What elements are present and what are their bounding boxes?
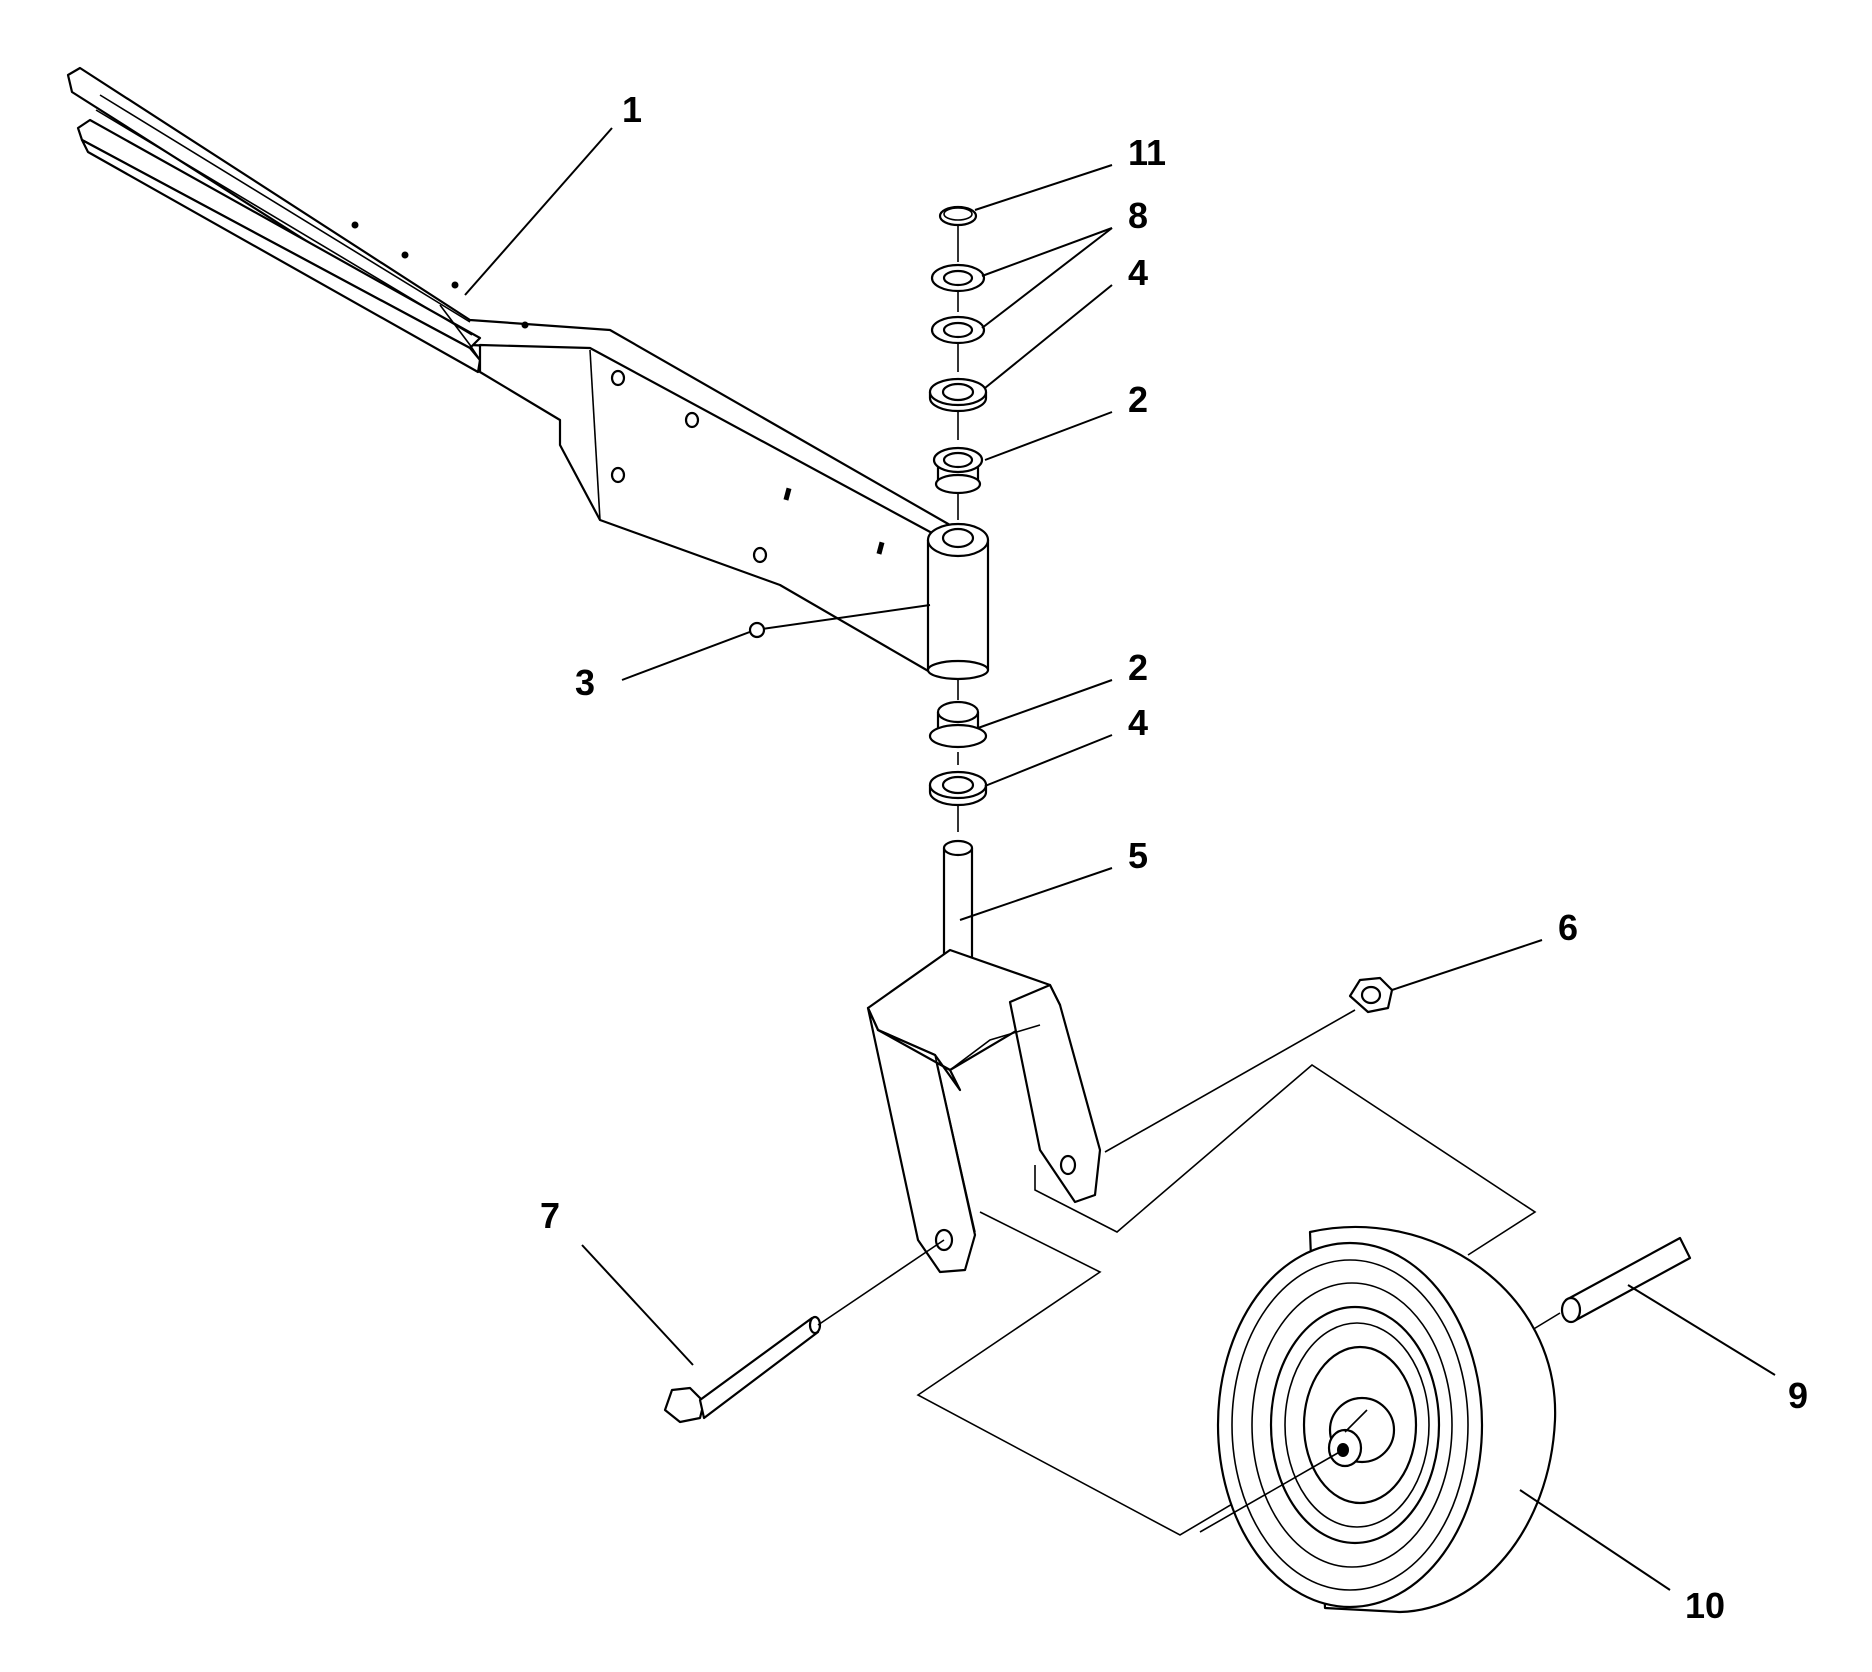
pivot-tube-part	[926, 522, 990, 681]
callout-2-bottom: 2	[1128, 647, 1148, 688]
hex-nut-part	[1104, 976, 1394, 1153]
leader-lines	[464, 127, 1776, 1591]
bearing-upper-part	[928, 377, 988, 413]
flange-bushing-upper-part	[932, 446, 984, 495]
caster-wheel-part	[1199, 1225, 1557, 1614]
callout-10: 10	[1685, 1585, 1725, 1626]
callout-7: 7	[540, 1195, 560, 1236]
callout-4-bottom: 4	[1128, 702, 1148, 743]
callout-3: 3	[575, 662, 595, 703]
washer-lower-part	[930, 315, 986, 345]
callout-2-top: 2	[1128, 379, 1148, 420]
wheel-envelope-lines	[1034, 1064, 1537, 1256]
washer-upper-part	[930, 263, 986, 293]
axle-spacer-part	[1531, 1236, 1692, 1331]
bearing-lower-part	[928, 770, 988, 807]
caster-arm-part	[66, 66, 952, 674]
retaining-ring-part	[938, 205, 978, 227]
callout-5: 5	[1128, 835, 1148, 876]
callout-4-top: 4	[1128, 252, 1148, 293]
hex-bolt-part	[663, 1239, 945, 1424]
flange-bushing-lower-part	[928, 700, 988, 749]
callout-1: 1	[622, 89, 642, 130]
callout-8: 8	[1128, 195, 1148, 236]
callout-6: 6	[1558, 907, 1578, 948]
callout-11: 11	[1128, 132, 1166, 173]
caster-fork-part	[866, 948, 1102, 1274]
callout-9: 9	[1788, 1375, 1808, 1416]
